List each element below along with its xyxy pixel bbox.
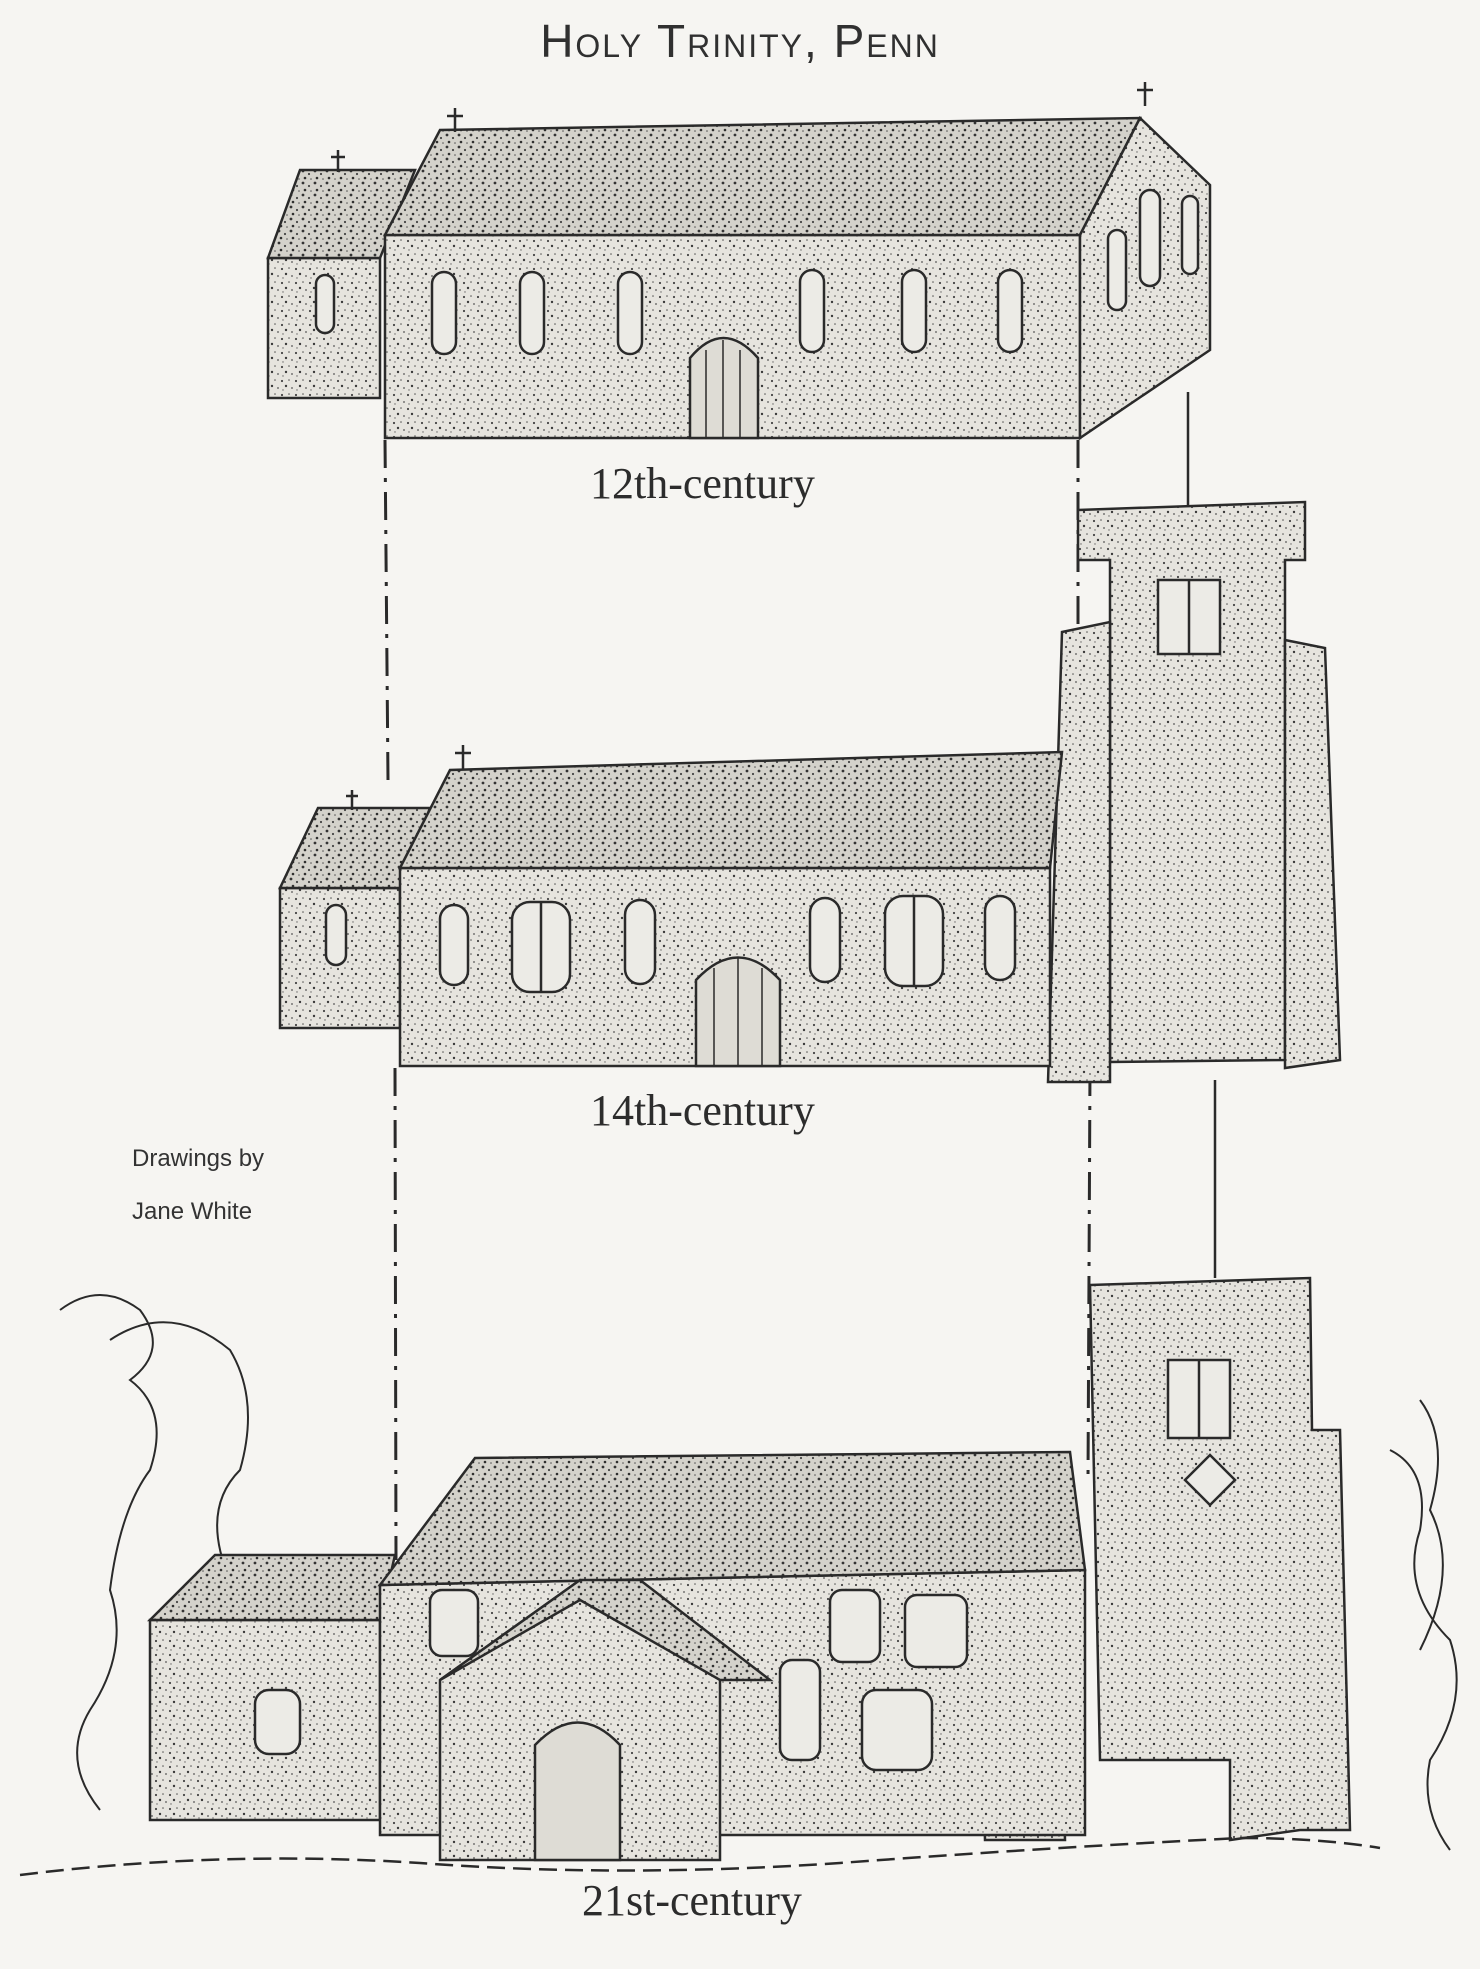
caption-14th-century: 14th-century — [590, 1086, 815, 1135]
credit-line-1: Drawings by — [132, 1145, 265, 1172]
caption-21st-century: 21st-century — [582, 1876, 802, 1925]
credit-line-2: Jane White — [132, 1198, 253, 1225]
church-12th-century — [266, 82, 1212, 441]
page-title: Holy Trinity, Penn — [540, 15, 940, 67]
church-14th-century — [278, 392, 1342, 1084]
caption-12th-century: 12th-century — [590, 459, 815, 508]
church-21st-century — [19, 1080, 1458, 1877]
